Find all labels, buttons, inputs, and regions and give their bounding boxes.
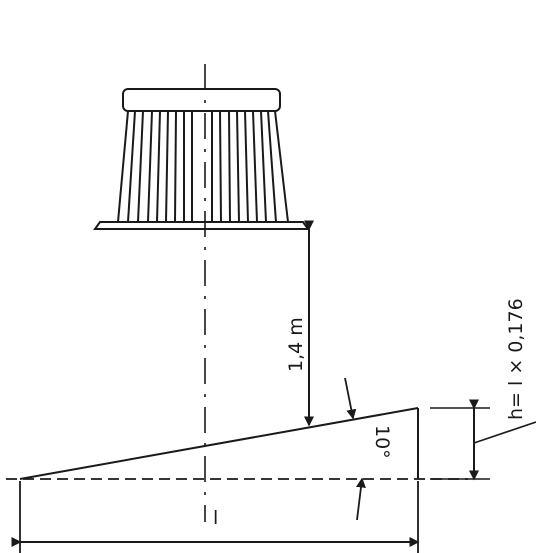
fixture-cap <box>122 88 281 112</box>
height-dimension-label: 1,4 m <box>285 317 307 372</box>
fixture-ribs <box>127 110 277 223</box>
angle-arrow-upper <box>344 377 357 420</box>
fixture-flange <box>93 221 310 230</box>
length-label: l <box>213 507 218 529</box>
slope-line <box>19 407 419 480</box>
formula-leader-line <box>473 421 536 444</box>
fixture-body <box>117 110 289 223</box>
formula-label: h= l × 0,176 <box>505 298 527 420</box>
angle-label: 10° <box>371 425 393 459</box>
angle-arrow-lower <box>356 477 366 521</box>
fixture-icon <box>93 88 310 230</box>
